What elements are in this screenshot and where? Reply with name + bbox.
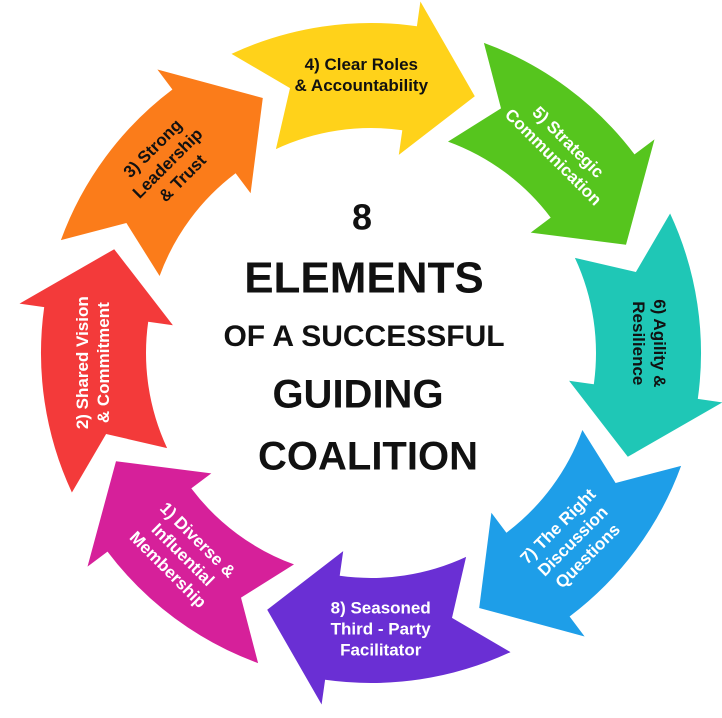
cycle-label-4-line-1: 4) Clear Roles [305,55,418,74]
cycle-arrow-1 [87,461,294,664]
cycle-label-4: 4) Clear Roles & Accountability [295,55,429,95]
cycle-label-6: 6) Agility &Resilience [629,299,669,387]
cycle-label-4-line-2: & Accountability [295,76,429,95]
cycle-arrow-6 [569,213,722,457]
center-title-line2: OF A SUCCESSFUL [223,320,504,353]
cycle-arrow-7 [479,430,682,637]
cycle-arrow-2 [19,249,173,493]
center-title-number: 8 [352,197,372,238]
cycle-arrow-3 [60,69,263,276]
cycle-label-8-line-1: 8) Seasoned [331,598,431,617]
cycle-label-2-line-2: & Commitment [94,302,113,423]
cycle-label-2-line-1: 2) Shared Vision [73,296,92,429]
cycle-label-8-line-2: Third - Party [331,619,432,638]
cycle-label-2: 2) Shared Vision& Commitment [73,296,113,429]
cycle-label-6-line-2: Resilience [629,301,648,385]
cycle-arrow-5 [448,42,655,245]
cycle-label-8-line-3: Facilitator [340,640,422,659]
cycle-label-6-line-1: 6) Agility & [650,299,669,387]
center-title-line1: ELEMENTS [244,254,484,303]
center-title-line3: GUIDING [272,373,443,417]
center-title-line4: COALITION [258,435,478,479]
cycle-arrow-8 [267,551,511,705]
cycle-arrow-4 [231,1,475,155]
